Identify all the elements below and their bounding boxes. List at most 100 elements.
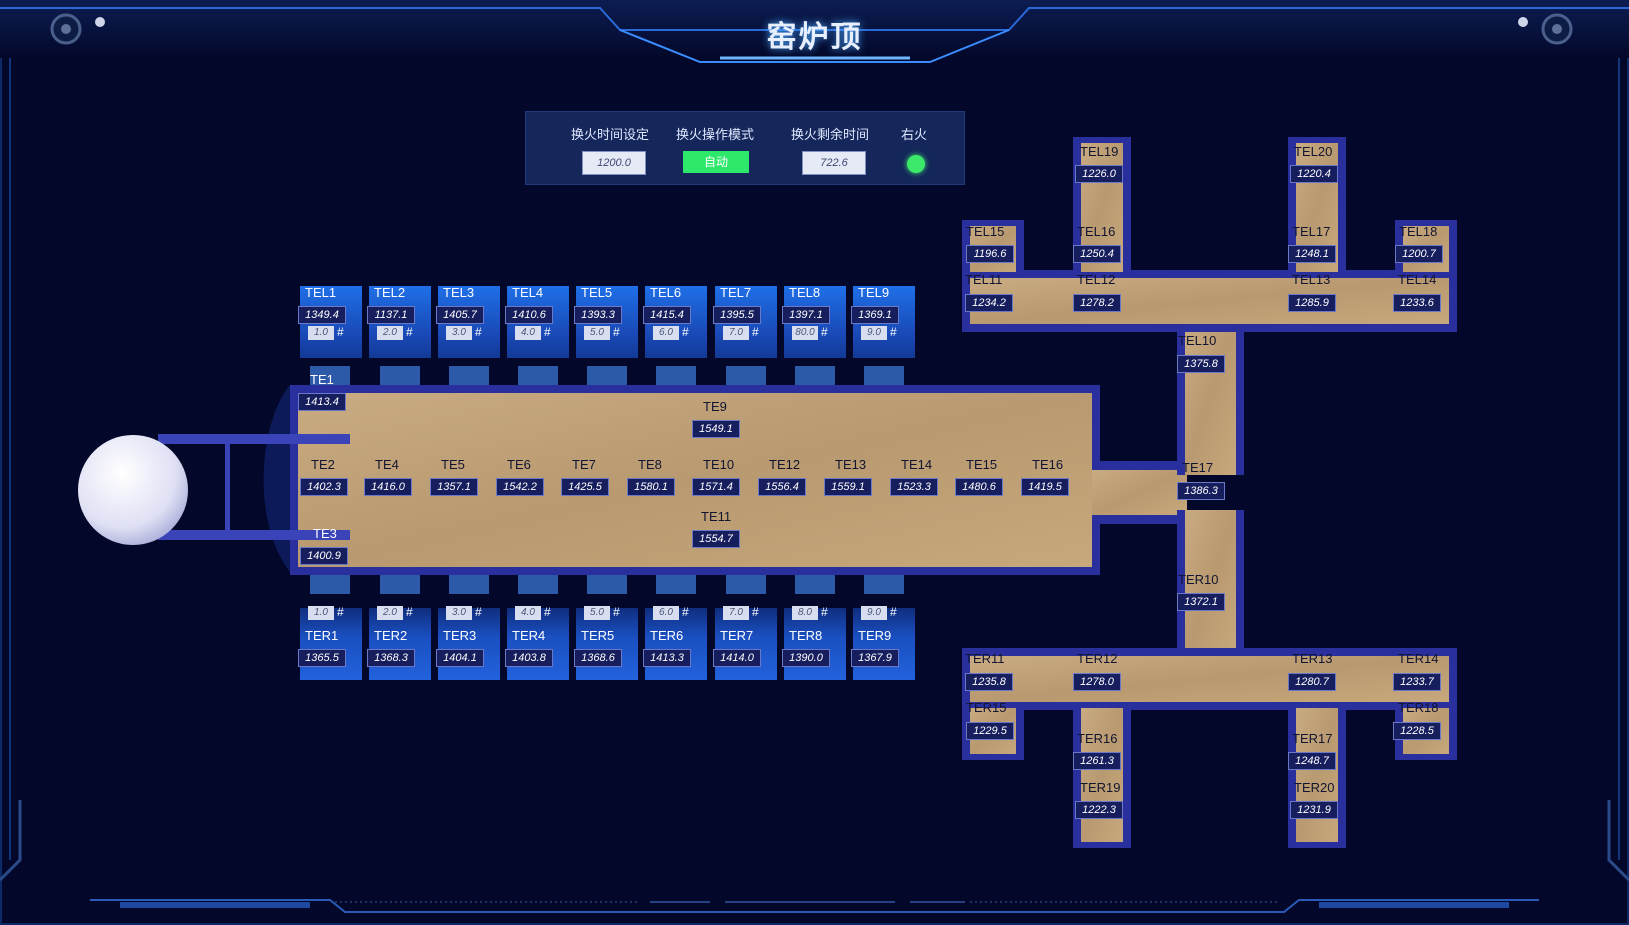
tel-block-value: 1369.1 xyxy=(851,306,899,324)
ter-block-label: TER8 xyxy=(789,628,823,643)
tel-block-hash: # xyxy=(821,325,828,339)
tel-block-number[interactable]: 5.0 xyxy=(584,326,610,340)
tel-block-label: TEL8 xyxy=(789,285,821,300)
tel-block-number[interactable]: 7.0 xyxy=(723,326,749,340)
ter-block xyxy=(300,608,362,680)
ter-block-value: 1365.5 xyxy=(298,649,346,667)
ter-block-number[interactable]: 5.0 xyxy=(584,606,610,620)
ter-block xyxy=(715,608,777,680)
ter-block-hash: # xyxy=(337,605,344,619)
tel10-value: 1375.8 xyxy=(1177,355,1225,373)
ter15-value: 1229.5 xyxy=(966,722,1014,740)
te17-value: 1386.3 xyxy=(1177,482,1225,500)
ter-block-number[interactable]: 7.0 xyxy=(723,606,749,620)
tel-block-value: 1405.7 xyxy=(436,306,484,324)
ter-block-label: TER1 xyxy=(305,628,339,643)
te-row-value: 1402.3 xyxy=(300,478,348,496)
right-fire-indicator xyxy=(907,155,925,173)
tel-block-value: 1410.6 xyxy=(505,306,553,324)
tel15-value: 1196.6 xyxy=(966,245,1014,263)
tel11-label: TEL11 xyxy=(965,272,1003,287)
tel13-value: 1285.9 xyxy=(1288,294,1336,312)
tel-block-number[interactable]: 4.0 xyxy=(515,326,541,340)
ter-block-number[interactable]: 8.0 xyxy=(792,606,818,620)
ter-block-number[interactable]: 2.0 xyxy=(377,606,403,620)
ter-block-value: 1368.3 xyxy=(367,649,415,667)
ter10-value: 1372.1 xyxy=(1177,593,1225,611)
tel17-value: 1248.1 xyxy=(1288,245,1336,263)
tel-block-number[interactable]: 1.0 xyxy=(308,326,334,340)
tel-block-value: 1393.3 xyxy=(574,306,622,324)
ter-block-label: TER7 xyxy=(720,628,754,643)
ter-block-number[interactable]: 1.0 xyxy=(308,606,334,620)
tel-block-hash: # xyxy=(406,325,413,339)
tel12-value: 1278.2 xyxy=(1073,294,1121,312)
tel-block-number[interactable]: 80.0 xyxy=(792,326,818,340)
tel10-label: TEL10 xyxy=(1178,333,1217,348)
ter-block xyxy=(784,608,846,680)
tel20-value: 1220.4 xyxy=(1290,165,1338,183)
mode-auto-button[interactable]: 自动 xyxy=(683,151,749,173)
tel-block-value: 1349.4 xyxy=(298,306,346,324)
tel-block-number[interactable]: 6.0 xyxy=(653,326,679,340)
tel-block-hash: # xyxy=(544,325,551,339)
remaining-time-field: 722.6 xyxy=(802,151,866,175)
tel-block-value: 1415.4 xyxy=(643,306,691,324)
tel-block-hash: # xyxy=(890,325,897,339)
te-row-label: TE8 xyxy=(638,457,662,472)
ter17-label: TER17 xyxy=(1292,731,1333,746)
ter15-label: TER15 xyxy=(966,700,1007,715)
tel11-value: 1234.2 xyxy=(965,294,1013,312)
tel14-label: TEL14 xyxy=(1398,272,1437,287)
tel17-label: TEL17 xyxy=(1292,224,1331,239)
ter-block-value: 1367.9 xyxy=(851,649,899,667)
ter-block-hash: # xyxy=(475,605,482,619)
operation-mode-label: 换火操作模式 xyxy=(676,128,755,143)
tel-block-number[interactable]: 9.0 xyxy=(861,326,887,340)
tel14-value: 1233.6 xyxy=(1393,294,1441,312)
ter-block-value: 1390.0 xyxy=(782,649,830,667)
time-setting-input[interactable]: 1200.0 xyxy=(582,151,646,175)
tel-block-label: TEL9 xyxy=(858,285,890,300)
tel-block-label: TEL4 xyxy=(512,285,544,300)
ter-block-hash: # xyxy=(613,605,620,619)
ter-block-number[interactable]: 3.0 xyxy=(446,606,472,620)
ter18-label: TER18 xyxy=(1398,700,1439,715)
tel-block-number[interactable]: 2.0 xyxy=(377,326,403,340)
tel-block-label: TEL6 xyxy=(650,285,682,300)
tel-block-label: TEL3 xyxy=(443,285,475,300)
ter14-label: TER14 xyxy=(1398,651,1439,666)
tel-block-hash: # xyxy=(475,325,482,339)
ter19-value: 1222.3 xyxy=(1075,801,1123,819)
te-row-value: 1571.4 xyxy=(692,478,740,496)
ter-block-value: 1414.0 xyxy=(713,649,761,667)
ter-block-hash: # xyxy=(682,605,689,619)
te-row-value: 1425.5 xyxy=(561,478,609,496)
te9-label: TE9 xyxy=(703,399,727,414)
te-row-value: 1556.4 xyxy=(758,478,806,496)
ter16-value: 1261.3 xyxy=(1073,752,1121,770)
ter-block-label: TER6 xyxy=(650,628,684,643)
tel-block-value: 1395.5 xyxy=(713,306,761,324)
tel-block-label: TEL2 xyxy=(374,285,406,300)
ter12-label: TER12 xyxy=(1077,651,1118,666)
ter-block-number[interactable]: 6.0 xyxy=(653,606,679,620)
ter13-value: 1280.7 xyxy=(1288,673,1336,691)
ter-block-number[interactable]: 9.0 xyxy=(861,606,887,620)
ter19-label: TER19 xyxy=(1080,780,1121,795)
te11-label: TE11 xyxy=(701,509,732,524)
ter11-label: TER11 xyxy=(965,651,1005,666)
te-row-label: TE13 xyxy=(835,457,867,472)
tel19-label: TEL19 xyxy=(1080,144,1119,159)
tel-block-number[interactable]: 3.0 xyxy=(446,326,472,340)
ter16-label: TER16 xyxy=(1077,731,1118,746)
ter-block-value: 1403.8 xyxy=(505,649,553,667)
tel16-value: 1250.4 xyxy=(1073,245,1121,263)
switch-fire-panel: 换火时间设定 换火操作模式 换火剩余时间 右火 1200.0 自动 722.6 xyxy=(525,111,965,185)
te-row-label: TE4 xyxy=(375,457,399,472)
ter20-label: TER20 xyxy=(1294,780,1335,795)
te9-value: 1549.1 xyxy=(692,420,740,438)
ter-block-number[interactable]: 4.0 xyxy=(515,606,541,620)
te-row-value: 1419.5 xyxy=(1021,478,1069,496)
